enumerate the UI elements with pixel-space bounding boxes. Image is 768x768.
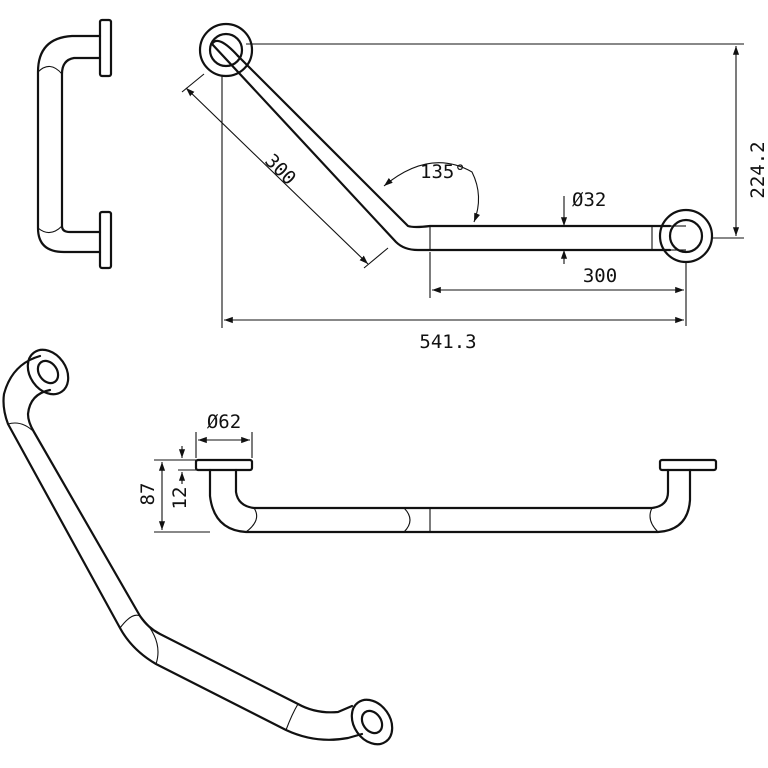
overall-height-label: 224.2 [747, 141, 768, 198]
side-view [36, 18, 113, 270]
overall-length-label: 541.3 [419, 331, 476, 353]
front-elevation-view: Ø62 87 12 [137, 411, 718, 534]
flange-diameter-label: Ø62 [207, 411, 241, 433]
straight-arm-length-label: 300 [583, 265, 617, 287]
perspective-view [2, 348, 394, 746]
plan-view: 224.2 300 135° Ø32 300 541.3 [181, 22, 768, 353]
flange-thickness-label: 12 [169, 487, 191, 510]
angle-label: 135° [420, 161, 466, 183]
angled-arm-length-label: 300 [260, 150, 300, 190]
tube-diameter-label: Ø32 [572, 189, 606, 211]
projection-label: 87 [137, 483, 159, 506]
